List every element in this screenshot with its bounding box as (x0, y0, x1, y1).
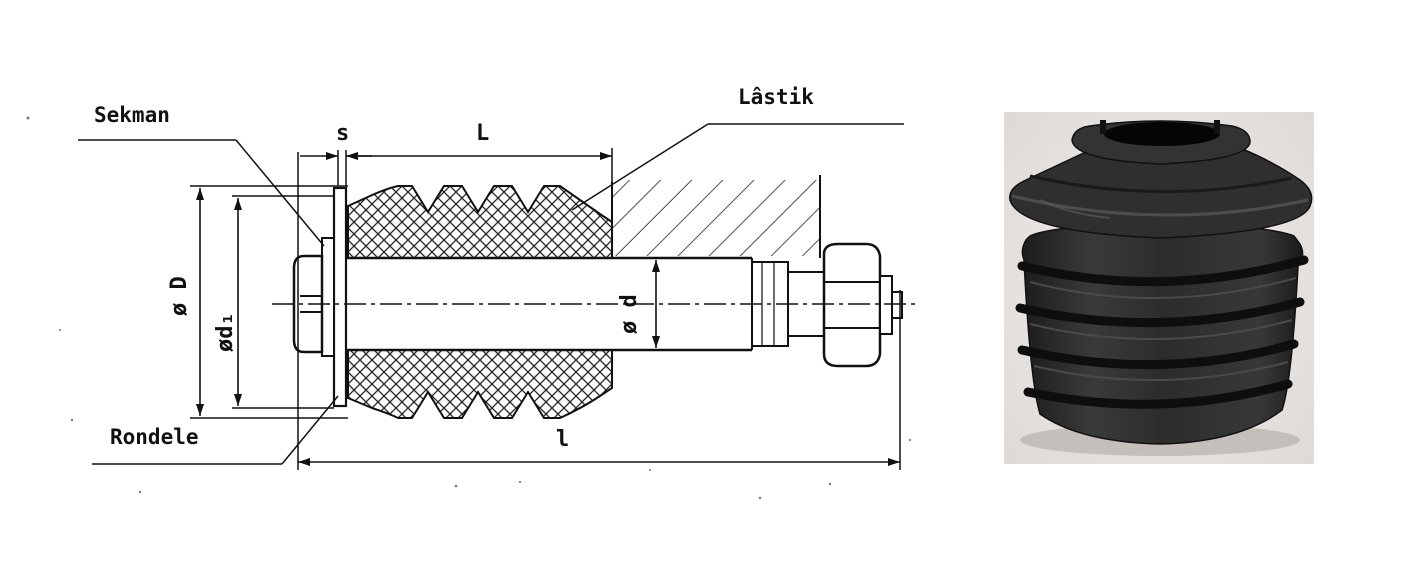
dim-d1: ød₁ (213, 198, 242, 406)
rubber-ribs (1015, 255, 1309, 409)
product-photo (1004, 112, 1314, 464)
lock-washer (321, 237, 335, 357)
dim-l-label: l (556, 427, 569, 452)
leader-sekman: Sekman (78, 103, 325, 247)
rubber-top (347, 185, 613, 259)
dim-l: l (298, 427, 900, 466)
leader-rondele: Rondele (92, 395, 339, 465)
dim-d-label: ø d (617, 294, 642, 334)
rubber-bottom (347, 349, 613, 419)
technical-drawing: ø D ød₁ ø d s L (26, 85, 916, 500)
dim-d1-label: ød₁ (213, 312, 238, 352)
label-sekman: Sekman (94, 103, 170, 127)
dim-s-label: s (336, 121, 349, 146)
dim-D-label: ø D (167, 276, 192, 316)
dim-D: ø D (167, 188, 204, 416)
label-lastik: Lâstik (738, 85, 814, 109)
wall-hatch (611, 175, 821, 258)
hex-nut (822, 242, 903, 368)
dim-d: ø d (617, 260, 660, 348)
dim-L-label: L (476, 121, 489, 146)
dim-s: s (300, 121, 372, 160)
dim-L: L (346, 121, 612, 160)
rib-highlights (1029, 277, 1297, 382)
leader-lastik: Lâstik (571, 85, 904, 211)
label-rondele: Rondele (110, 425, 199, 449)
washer (332, 186, 348, 408)
scan-noise (26, 116, 912, 500)
